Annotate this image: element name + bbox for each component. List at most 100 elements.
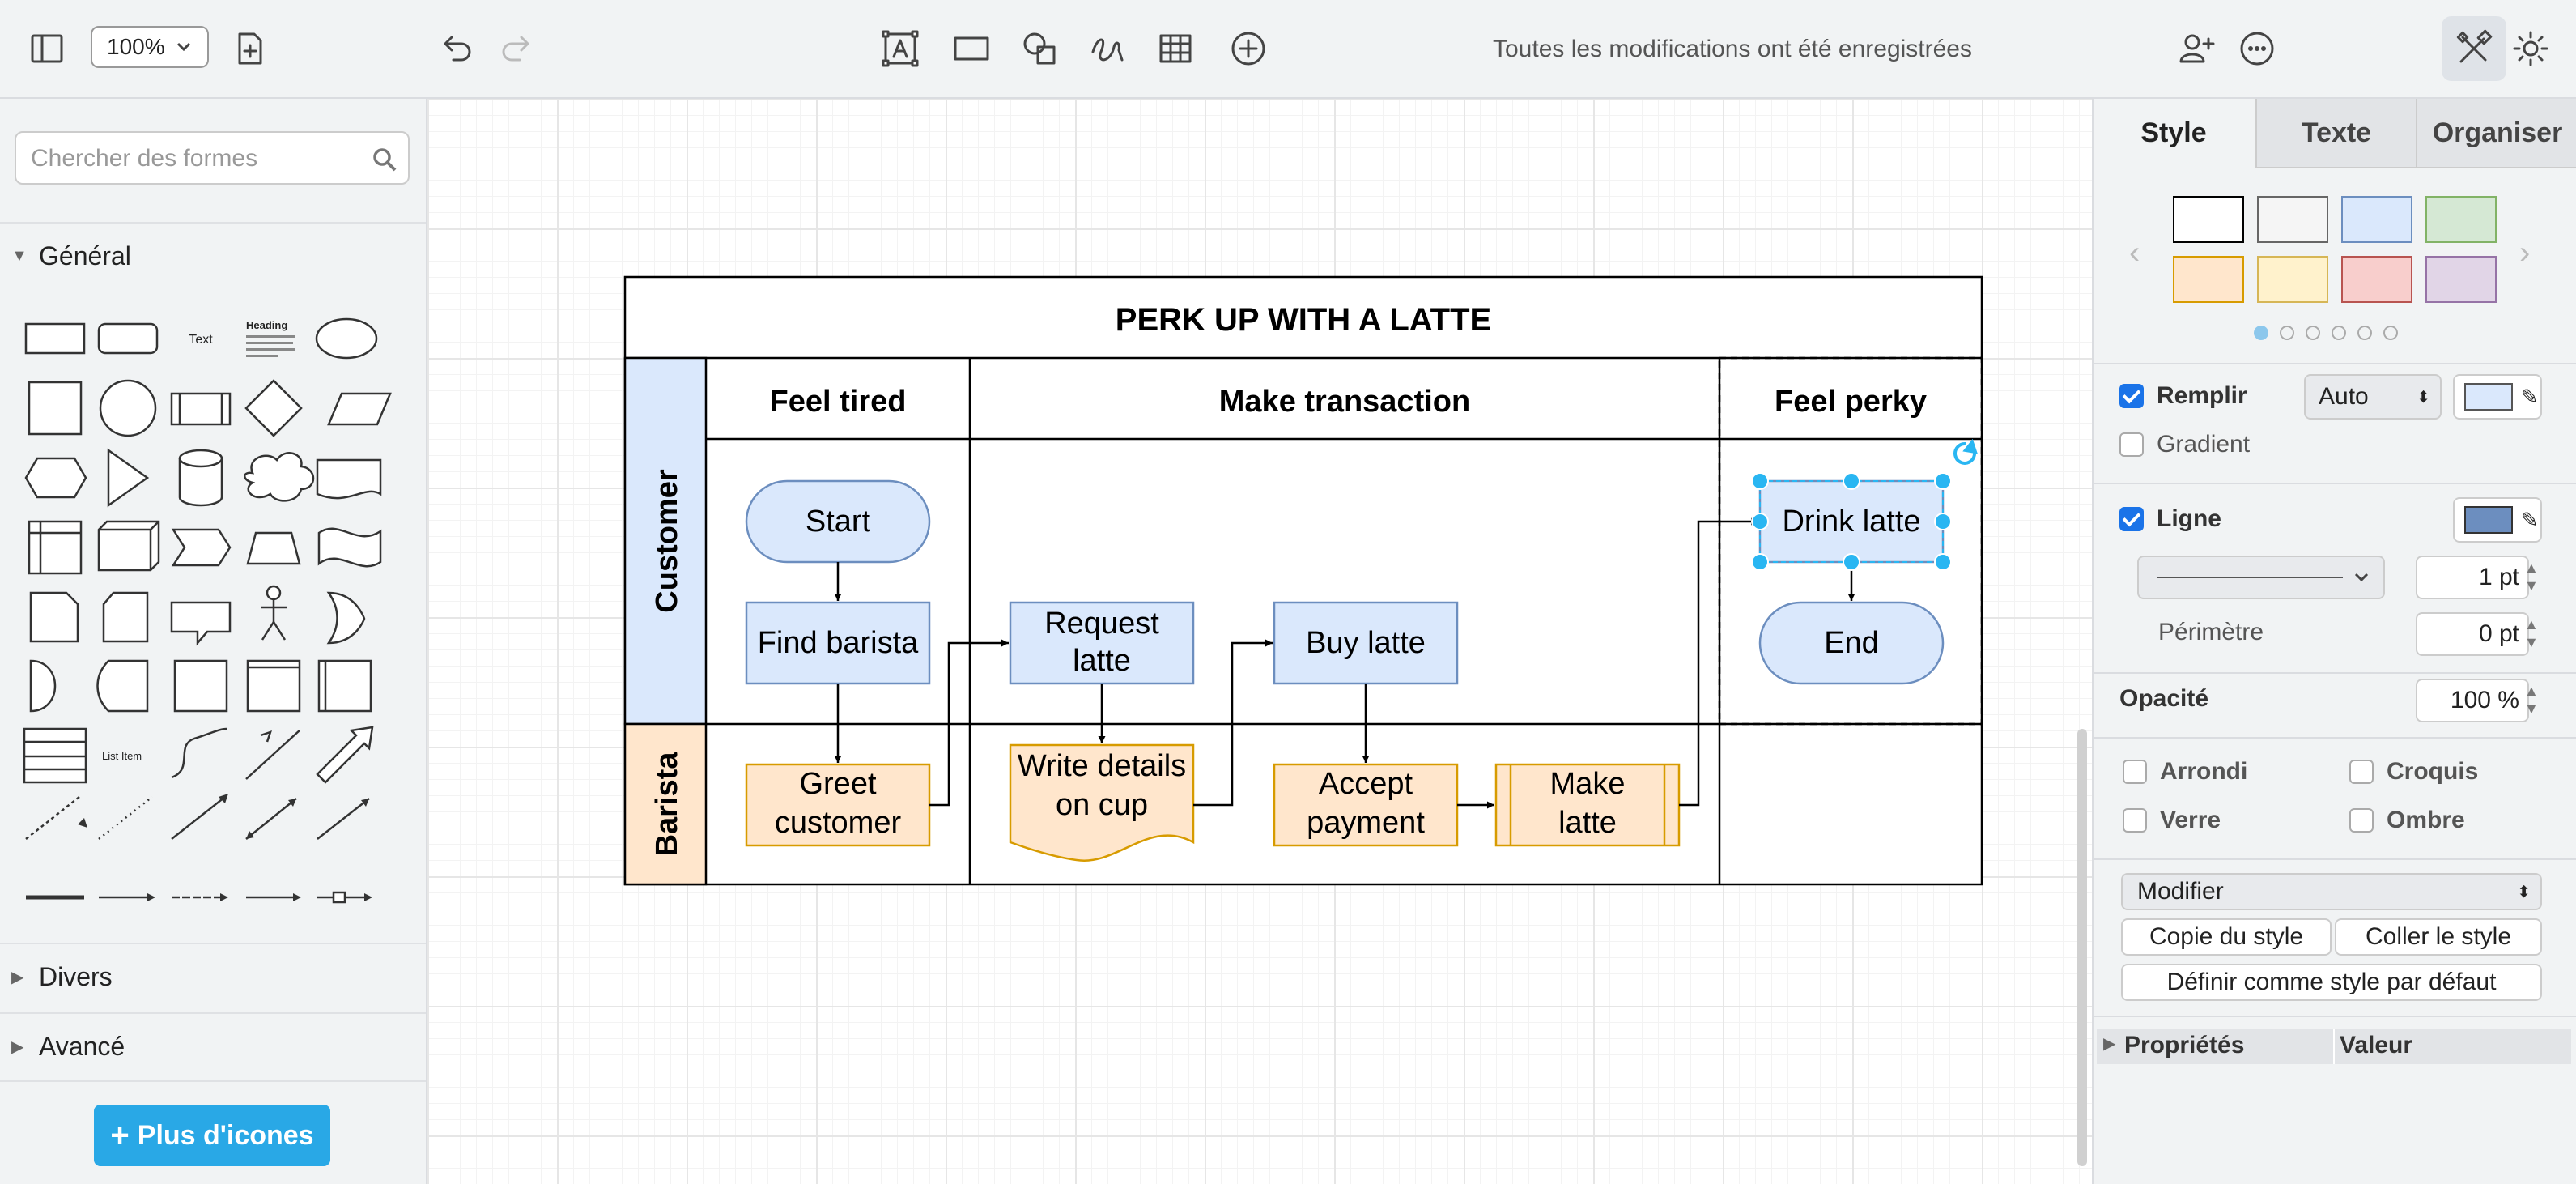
shape-parallelogram[interactable] bbox=[327, 392, 392, 426]
shape-card[interactable] bbox=[102, 591, 149, 643]
color-swatch[interactable] bbox=[2173, 196, 2244, 243]
shape-hexagon[interactable] bbox=[24, 457, 87, 499]
freehand-icon[interactable] bbox=[1078, 19, 1137, 78]
gradient-checkbox[interactable] bbox=[2119, 432, 2144, 457]
fill-mode-select[interactable]: Auto ⬍ bbox=[2304, 374, 2442, 420]
node-find-barista[interactable] bbox=[745, 601, 931, 685]
eyedropper-icon[interactable]: ✎ bbox=[2521, 507, 2539, 532]
paste-style-button[interactable]: Coller le style bbox=[2335, 918, 2542, 956]
pager-dot[interactable] bbox=[2306, 326, 2320, 340]
shape-cube[interactable] bbox=[97, 520, 160, 572]
rounded-checkbox[interactable] bbox=[2123, 760, 2147, 784]
node-accept-payment[interactable] bbox=[1273, 763, 1459, 847]
lane-barista[interactable] bbox=[623, 722, 708, 886]
shape-trapezoid[interactable] bbox=[246, 531, 301, 565]
fill-checkbox[interactable] bbox=[2119, 384, 2144, 408]
shape-data-storage[interactable] bbox=[96, 659, 149, 713]
new-page-icon[interactable] bbox=[220, 19, 278, 78]
line-pattern-select[interactable] bbox=[2137, 556, 2385, 599]
vertical-scrollbar[interactable] bbox=[2077, 729, 2087, 1166]
copy-style-button[interactable]: Copie du style bbox=[2121, 918, 2332, 956]
shapes-icon[interactable] bbox=[1010, 19, 1069, 78]
shape-directional-connector[interactable] bbox=[317, 798, 370, 840]
line-width-input[interactable]: 1 pt bbox=[2416, 556, 2529, 599]
rotate-handle-icon[interactable] bbox=[1953, 438, 1978, 465]
glass-checkbox[interactable] bbox=[2123, 808, 2147, 833]
eyedropper-icon[interactable]: ✎ bbox=[2521, 384, 2539, 409]
search-icon[interactable] bbox=[371, 146, 398, 173]
section-misc[interactable]: ▶ Divers bbox=[0, 943, 426, 1009]
sketch-checkbox[interactable] bbox=[2349, 760, 2374, 784]
shape-curve[interactable] bbox=[171, 727, 227, 779]
pager-dot[interactable] bbox=[2357, 326, 2372, 340]
chevron-right-icon[interactable]: › bbox=[2519, 235, 2531, 270]
shape-step[interactable] bbox=[171, 528, 232, 567]
tab-style[interactable]: Style bbox=[2094, 99, 2254, 167]
node-drink-latte[interactable] bbox=[1758, 479, 1945, 564]
chevron-left-icon[interactable]: ‹ bbox=[2129, 235, 2140, 270]
color-swatch[interactable] bbox=[2425, 196, 2497, 243]
shape-frame[interactable] bbox=[246, 659, 301, 713]
shape-internal-storage[interactable] bbox=[28, 520, 83, 575]
line-checkbox[interactable] bbox=[2119, 507, 2144, 531]
shape-cloud[interactable] bbox=[244, 452, 315, 502]
stepper-icon[interactable]: ▲▼ bbox=[2524, 683, 2539, 717]
shape-document[interactable] bbox=[316, 458, 382, 500]
format-icon[interactable] bbox=[2445, 19, 2503, 78]
theme-icon[interactable] bbox=[2502, 19, 2560, 78]
shape-dashed-line[interactable] bbox=[25, 796, 80, 840]
color-swatch[interactable] bbox=[2257, 256, 2328, 303]
shape-note[interactable] bbox=[29, 591, 79, 643]
line-color-picker[interactable]: ✎ bbox=[2453, 497, 2542, 543]
undo-icon[interactable] bbox=[427, 19, 486, 78]
section-general[interactable]: ▼ Général bbox=[0, 222, 426, 288]
shape-callout[interactable] bbox=[170, 601, 232, 646]
shape-list-item[interactable]: List Item bbox=[102, 750, 142, 762]
shape-circle[interactable] bbox=[99, 379, 157, 437]
shape-rounded-rectangle[interactable] bbox=[97, 322, 159, 355]
shape-text[interactable]: Text bbox=[189, 333, 213, 347]
more-shapes-button[interactable]: + Plus d'icones bbox=[94, 1105, 330, 1166]
more-icon[interactable] bbox=[2228, 19, 2286, 78]
color-swatch[interactable] bbox=[2425, 256, 2497, 303]
selection-handles[interactable] bbox=[1751, 472, 1952, 571]
swatch-pager[interactable] bbox=[2254, 326, 2398, 340]
color-swatch[interactable] bbox=[2341, 196, 2412, 243]
perimeter-input[interactable]: 0 pt bbox=[2416, 612, 2529, 656]
color-swatch[interactable] bbox=[2173, 256, 2244, 303]
fill-color-picker[interactable]: ✎ bbox=[2453, 374, 2542, 420]
shape-cylinder[interactable] bbox=[178, 458, 223, 507]
node-make-latte[interactable] bbox=[1494, 763, 1681, 847]
rectangle-icon[interactable] bbox=[942, 19, 1001, 78]
format-panel-icon[interactable] bbox=[18, 19, 76, 78]
shape-rectangle[interactable] bbox=[24, 322, 86, 355]
opacity-input[interactable]: 100 % bbox=[2416, 679, 2529, 722]
shape-arrow[interactable] bbox=[316, 726, 374, 784]
shape-or[interactable] bbox=[326, 591, 366, 645]
tab-arrange[interactable]: Organiser bbox=[2416, 99, 2576, 168]
redo-icon[interactable] bbox=[487, 19, 546, 78]
stepper-icon[interactable]: ▲▼ bbox=[2524, 616, 2539, 650]
shape-process[interactable] bbox=[170, 392, 232, 426]
shape-actor[interactable] bbox=[261, 585, 287, 641]
search-input[interactable] bbox=[29, 141, 356, 177]
shape-diamond[interactable] bbox=[244, 379, 303, 437]
edit-style-select[interactable]: Modifier ⬍ bbox=[2121, 873, 2542, 910]
shape-dotted-line[interactable] bbox=[98, 796, 153, 840]
shape-line[interactable] bbox=[171, 796, 226, 840]
shape-ellipse[interactable] bbox=[315, 317, 378, 360]
color-swatch[interactable] bbox=[2341, 256, 2412, 303]
set-default-style-button[interactable]: Définir comme style par défaut bbox=[2121, 964, 2542, 1001]
insert-icon[interactable] bbox=[1219, 19, 1277, 78]
shape-square[interactable] bbox=[28, 381, 83, 436]
node-end[interactable] bbox=[1758, 601, 1945, 685]
node-request-latte[interactable] bbox=[1009, 601, 1195, 685]
shape-bidirectional-connector[interactable] bbox=[245, 798, 297, 840]
share-icon[interactable] bbox=[2168, 19, 2226, 78]
pager-dot[interactable] bbox=[2280, 326, 2294, 340]
shape-bidirectional-arrow[interactable] bbox=[245, 730, 300, 780]
shadow-checkbox[interactable] bbox=[2349, 808, 2374, 833]
color-swatch[interactable] bbox=[2257, 196, 2328, 243]
shape-delay[interactable] bbox=[29, 659, 57, 713]
shape-triangle[interactable] bbox=[107, 448, 150, 508]
